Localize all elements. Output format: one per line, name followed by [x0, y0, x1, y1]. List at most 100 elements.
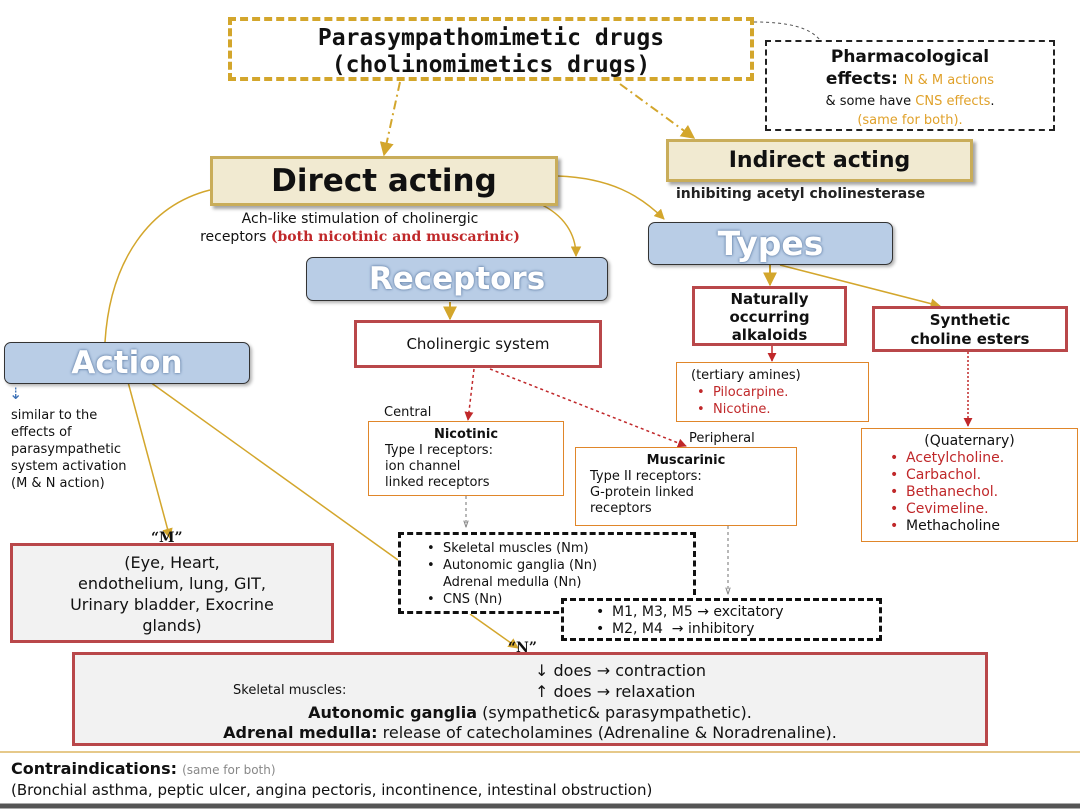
- m-effects-line: endothelium, lung, GIT,: [77, 574, 266, 593]
- m-effects-line: glands): [142, 616, 202, 635]
- muscarinic-location-item: M2, M4 → inhibitory: [596, 621, 879, 638]
- tertiary-amines-box: (tertiary amines) Pilocarpine. Nicotine.: [676, 362, 869, 422]
- action-down-arrow-icon: ⇣: [9, 384, 23, 403]
- pharm-line3: & some have CNS effects.: [767, 92, 1053, 111]
- main-title-line1: Parasympathomimetic drugs: [317, 25, 665, 51]
- muscarinic-line1: Type II receptors:: [590, 469, 702, 484]
- tertiary-heading: (tertiary amines): [691, 368, 801, 383]
- n-effects-box: Skeletal muscles: ↓ does → contraction ↑…: [72, 652, 988, 746]
- natural-line1: Naturally: [730, 290, 809, 308]
- pharm-line3-prefix: & some have: [825, 94, 916, 109]
- pharmacological-effects-box: Pharmacological effects: N & M actions &…: [765, 40, 1055, 131]
- quaternary-item: Cevimeline.: [890, 501, 1077, 518]
- nicotinic-location-item: CNS (Nn): [427, 591, 693, 608]
- nicotinic-locations-list: Skeletal muscles (Nm) Autonomic ganglia …: [421, 540, 693, 608]
- m-effects-box: (Eye, Heart, endothelium, lung, GIT, Uri…: [10, 543, 334, 643]
- nicotinic-line3: linked receptors: [385, 475, 490, 490]
- quaternary-item: Acetylcholine.: [890, 450, 1077, 467]
- contraindications-text: (Bronchial asthma, peptic ulcer, angina …: [11, 781, 653, 799]
- contraindications-note: (same for both): [182, 763, 276, 777]
- pharm-line3-value: CNS effects: [915, 94, 991, 109]
- peripheral-label: Peripheral: [689, 431, 755, 446]
- tertiary-list: Pilocarpine. Nicotine.: [691, 384, 868, 418]
- quaternary-item: Carbachol.: [890, 467, 1077, 484]
- muscarinic-title: Muscarinic: [646, 453, 726, 468]
- nicotinic-line1: Type I receptors:: [385, 443, 493, 458]
- quaternary-list: Acetylcholine. Carbachol. Bethanechol. C…: [884, 450, 1077, 535]
- muscarinic-line3: receptors: [590, 501, 652, 516]
- contraindications-label: Contraindications:: [11, 759, 177, 778]
- ganglia-line: Autonomic ganglia (sympathetic& parasymp…: [75, 703, 985, 723]
- receptors-title: Receptors: [368, 261, 546, 297]
- adrenal-rest: release of catecholamines (Adrenaline & …: [377, 723, 837, 742]
- natural-alkaloids-box: Naturally occurring alkaloids: [692, 286, 847, 346]
- types-box: Types: [648, 222, 893, 265]
- synthetic-line2: choline esters: [910, 330, 1030, 348]
- main-title-box: Parasympathomimetic drugs (cholinomimeti…: [228, 17, 754, 81]
- action-desc-line: effects of: [11, 425, 72, 440]
- action-box: Action: [4, 342, 250, 384]
- action-desc-line: similar to the: [11, 408, 98, 423]
- adrenal-line: Adrenal medulla: release of catecholamin…: [75, 723, 985, 743]
- nicotinic-line2: ion channel: [385, 459, 461, 474]
- quaternary-item: Bethanechol.: [890, 484, 1077, 501]
- direct-acting-box: Direct acting: [210, 156, 558, 206]
- contraindications-heading: Contraindications: (same for both): [11, 759, 276, 778]
- action-desc-line: system activation: [11, 459, 127, 474]
- nicotinic-location-item: Adrenal medulla (Nn): [443, 574, 693, 591]
- nicotinic-title: Nicotinic: [433, 427, 499, 442]
- pharm-heading: Pharmacological: [830, 47, 990, 67]
- nicotinic-location-item: Autonomic ganglia (Nn): [427, 557, 693, 574]
- types-title: Types: [717, 224, 824, 263]
- main-title-line2: (cholinomimetics drugs): [331, 52, 651, 78]
- direct-desc-red: (both nicotinic and muscarinic): [270, 229, 520, 245]
- indirect-acting-description: inhibiting acetyl cholinesterase: [676, 186, 926, 202]
- synthetic-esters-box: Synthetic choline esters: [872, 306, 1068, 352]
- m-label: “M”: [151, 530, 183, 546]
- natural-line2: occurring: [729, 308, 810, 326]
- muscarinic-location-item: M1, M3, M5 → excitatory: [596, 604, 879, 621]
- action-description: similar to the effects of parasympatheti…: [11, 407, 201, 492]
- direct-acting-description: Ach-like stimulation of cholinergic rece…: [140, 210, 580, 246]
- nicotinic-location-item: Skeletal muscles (Nm): [427, 540, 693, 557]
- skeletal-up-effect: ↑ does → relaxation: [535, 682, 696, 701]
- tertiary-item: Nicotine.: [697, 401, 868, 418]
- pharm-line4: (same for both).: [857, 113, 963, 128]
- skeletal-down-effect: ↓ does → contraction: [535, 661, 707, 680]
- action-desc-line: (M & N action): [11, 476, 105, 491]
- adrenal-bold: Adrenal medulla:: [223, 723, 378, 742]
- muscarinic-locations-box: M1, M3, M5 → excitatory M2, M4 → inhibit…: [561, 598, 882, 641]
- direct-desc-line2: receptors (both nicotinic and muscarinic…: [140, 228, 580, 246]
- quaternary-item-last: Methacholine: [890, 518, 1077, 535]
- muscarinic-box: Muscarinic Type II receptors: G-protein …: [575, 447, 797, 526]
- pharm-line3-suffix: .: [990, 94, 995, 109]
- direct-desc-prefix: receptors: [200, 229, 271, 245]
- nicotinic-box: Nicotinic Type I receptors: ion channel …: [368, 421, 564, 496]
- ganglia-bold: Autonomic ganglia: [308, 703, 478, 722]
- cholinergic-system-label: Cholinergic system: [406, 335, 550, 353]
- action-title: Action: [71, 345, 183, 381]
- adrenal-medulla-text: Adrenal medulla (Nn): [443, 575, 582, 590]
- pharm-effects-line: effects: N & M actions: [767, 68, 1053, 92]
- skeletal-muscles-label: Skeletal muscles:: [233, 683, 347, 698]
- synthetic-line1: Synthetic: [929, 311, 1011, 329]
- m-effects-line: Urinary bladder, Exocrine: [70, 595, 274, 614]
- indirect-acting-box: Indirect acting: [666, 139, 973, 182]
- m-effects-line: (Eye, Heart,: [124, 553, 220, 572]
- action-desc-line: parasympathetic: [11, 442, 122, 457]
- muscarinic-locations-list: M1, M3, M5 → excitatory M2, M4 → inhibit…: [590, 604, 879, 638]
- direct-desc-line1: Ach-like stimulation of cholinergic: [241, 211, 479, 227]
- ganglia-rest: (sympathetic& parasympathetic).: [477, 703, 752, 722]
- receptors-box: Receptors: [306, 257, 608, 301]
- indirect-acting-title: Indirect acting: [728, 148, 911, 173]
- pharm-effects-value: N & M actions: [903, 73, 995, 88]
- central-label: Central: [384, 405, 432, 420]
- cholinergic-system-box: Cholinergic system: [354, 320, 602, 368]
- quaternary-heading: (Quaternary): [924, 433, 1015, 449]
- tertiary-item: Pilocarpine.: [697, 384, 868, 401]
- muscarinic-line2: G-protein linked: [590, 485, 694, 500]
- pharm-effects-label: effects:: [825, 69, 904, 89]
- quaternary-box: (Quaternary) Acetylcholine. Carbachol. B…: [861, 428, 1078, 542]
- direct-acting-title: Direct acting: [271, 163, 497, 199]
- natural-line3: alkaloids: [731, 326, 808, 344]
